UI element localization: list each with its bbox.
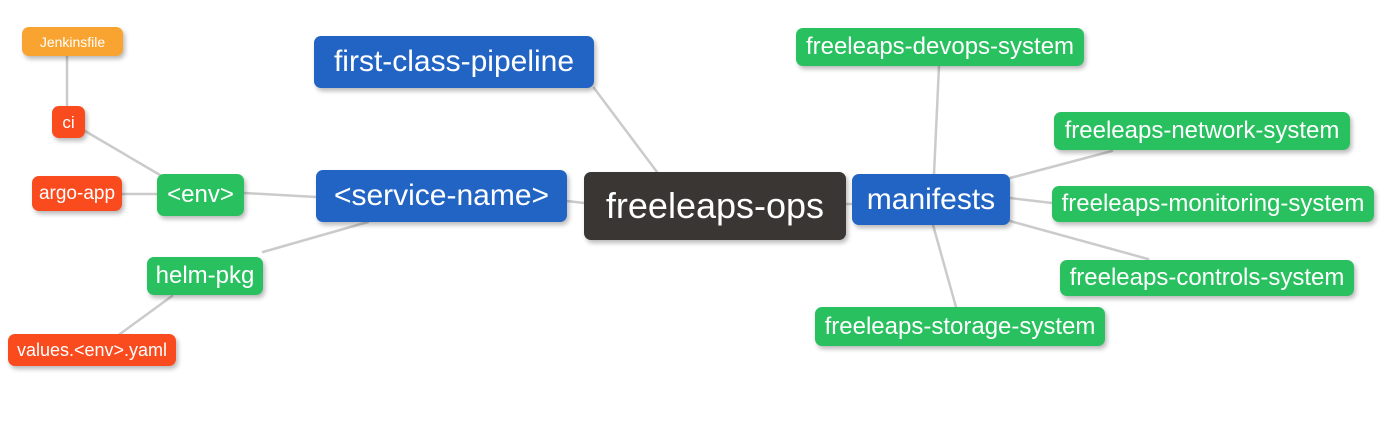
- node-values-env-yaml[interactable]: values.<env>.yaml: [8, 334, 176, 366]
- edge-ci-to-env: [83, 129, 162, 177]
- edge-env-to-service-name: [242, 191, 318, 199]
- node-ci[interactable]: ci: [52, 106, 85, 138]
- node-env[interactable]: <env>: [157, 174, 244, 216]
- edge-helm-pkg-to-service-name: [261, 220, 370, 254]
- node-freeleaps-ops[interactable]: freeleaps-ops: [584, 172, 846, 240]
- node-freeleaps-monitoring-system[interactable]: freeleaps-monitoring-system: [1052, 186, 1374, 222]
- node-manifests[interactable]: manifests: [852, 174, 1010, 225]
- edge-manifests-to-freeleaps-monitoring-system: [1008, 196, 1054, 205]
- node-helm-pkg[interactable]: helm-pkg: [147, 257, 263, 295]
- edge-first-class-pipeline-to-freeleaps-ops: [592, 86, 659, 174]
- edge-manifests-to-freeleaps-storage-system: [931, 223, 958, 309]
- edge-service-name-to-freeleaps-ops: [565, 199, 586, 205]
- edge-manifests-to-freeleaps-controls-system: [1008, 219, 1150, 261]
- edge-manifests-to-freeleaps-network-system: [1008, 149, 1114, 180]
- node-freeleaps-devops-system[interactable]: freeleaps-devops-system: [796, 28, 1084, 66]
- edge-manifests-to-freeleaps-devops-system: [932, 64, 941, 176]
- node-jenkinsfile[interactable]: Jenkinsfile: [22, 27, 123, 56]
- node-freeleaps-controls-system[interactable]: freeleaps-controls-system: [1060, 260, 1354, 296]
- node-freeleaps-network-system[interactable]: freeleaps-network-system: [1054, 112, 1350, 150]
- node-argo-app[interactable]: argo-app: [32, 176, 122, 211]
- node-freeleaps-storage-system[interactable]: freeleaps-storage-system: [815, 307, 1105, 346]
- node-first-class-pipeline[interactable]: first-class-pipeline: [314, 36, 594, 88]
- edge-values-env-yaml-to-helm-pkg: [118, 294, 174, 336]
- node-service-name[interactable]: <service-name>: [316, 170, 567, 222]
